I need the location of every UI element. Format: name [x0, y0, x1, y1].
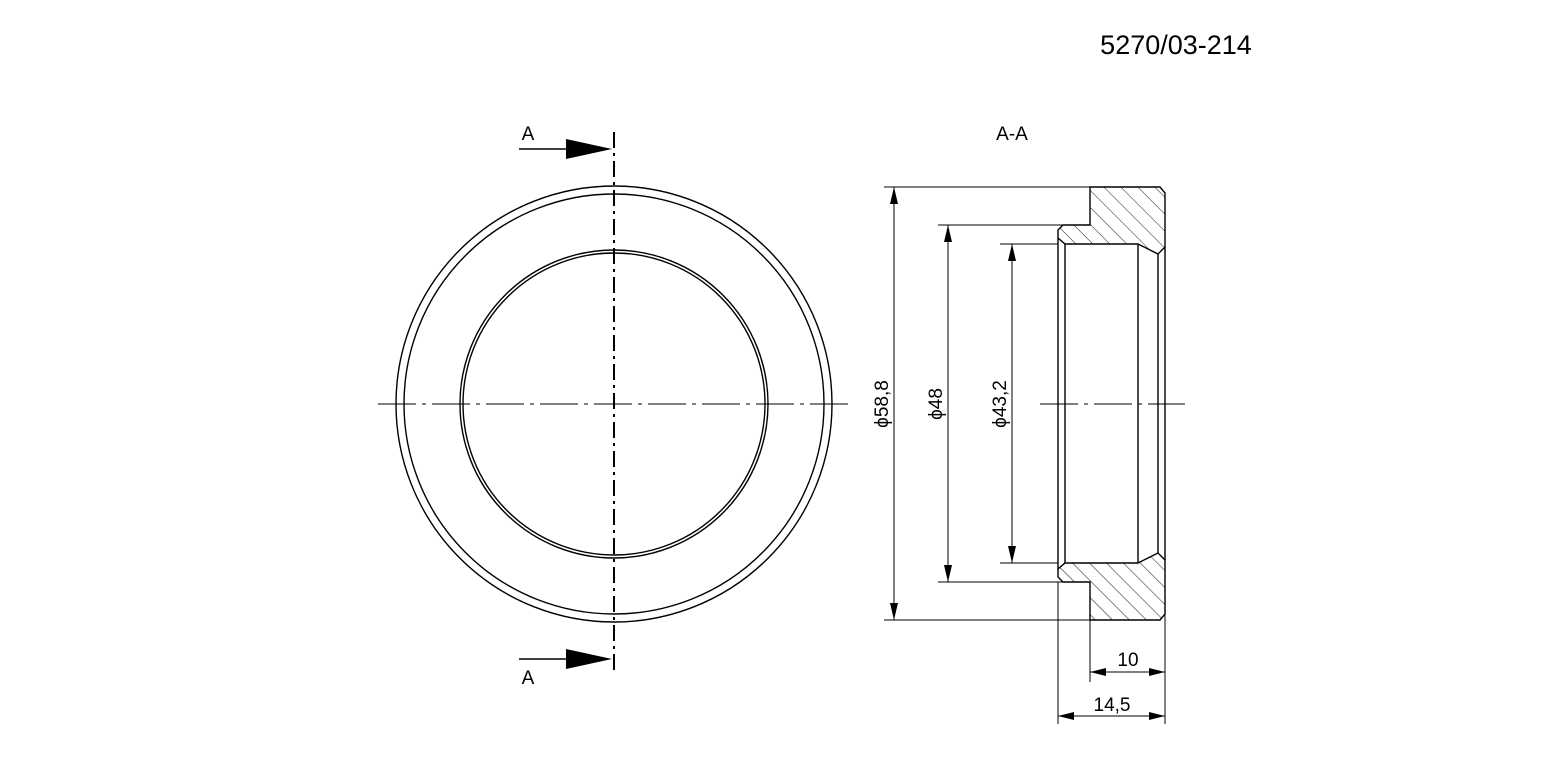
section-view-title: A-A	[996, 124, 1028, 145]
dim-outer-diameter-text: ϕ58,8	[872, 380, 893, 428]
section-arrow-bottom	[519, 649, 612, 669]
section-hatch-top	[1057, 186, 1166, 255]
dim-flange-length	[1090, 668, 1165, 676]
section-label-bottom: A	[522, 668, 535, 689]
section-hatch-bottom	[1057, 552, 1166, 621]
section-label-top: A	[522, 124, 535, 145]
front-view: A A	[378, 124, 850, 689]
dim-inner-diameter	[1008, 244, 1016, 563]
drawing-number: 5270/03-214	[1100, 30, 1252, 60]
dim-middle-diameter-text: ϕ48	[926, 388, 947, 420]
dim-flange-length-text: 10	[1117, 650, 1138, 671]
dim-total-length-text: 14,5	[1094, 695, 1131, 716]
dim-middle-diameter	[944, 225, 952, 582]
dim-outer-diameter	[890, 187, 898, 620]
dim-inner-diameter-text: ϕ43,2	[990, 380, 1011, 428]
section-view: ϕ58,8 ϕ48 ϕ43,2 10 14,5	[872, 186, 1185, 724]
dim-total-length	[1058, 712, 1165, 720]
section-arrow-top	[519, 139, 612, 159]
